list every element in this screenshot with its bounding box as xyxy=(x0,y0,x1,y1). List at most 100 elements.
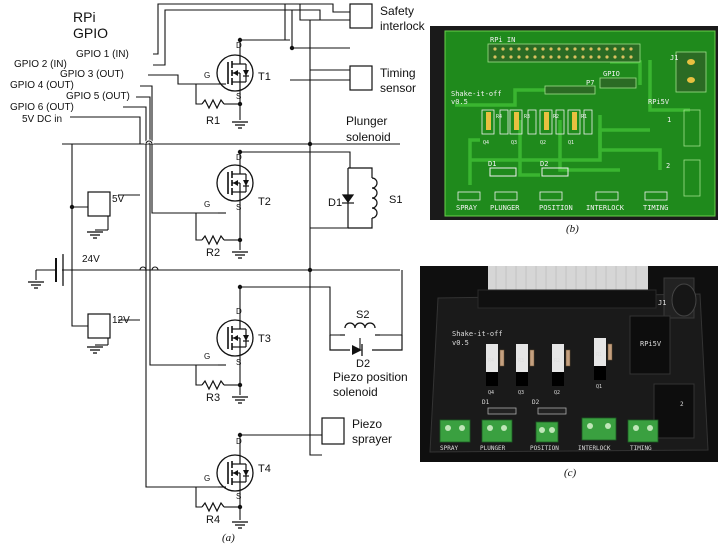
photo-connector-label: INTERLOCK xyxy=(578,445,611,452)
r1-label: R1 xyxy=(206,115,220,127)
ground-symbol xyxy=(231,521,249,529)
photo-ref: R2 xyxy=(554,358,560,364)
junctions xyxy=(69,37,313,510)
r2-label: R2 xyxy=(206,247,220,259)
pcb-photo-panel: Shake-it-off v0.5 RPi5V J1 R4 R3 R2 R1 Q… xyxy=(420,266,718,479)
pcb-header-label: RPi IN xyxy=(490,36,515,44)
regulator-5v xyxy=(87,191,111,217)
pcb-ref: Q3 xyxy=(511,140,517,146)
source-label: S xyxy=(236,492,241,501)
ground-symbol xyxy=(86,231,104,239)
photo-ref: R3 xyxy=(518,358,524,364)
photo-ref: Q3 xyxy=(518,390,524,396)
pin-label: 5V DC in xyxy=(22,114,62,125)
source-label: S xyxy=(236,203,241,212)
s2-label: S2 xyxy=(356,309,369,321)
t2-label: T2 xyxy=(258,196,271,208)
gate-label: G xyxy=(204,200,210,209)
t4-label: T4 xyxy=(258,463,271,475)
photo-ref: D2 xyxy=(532,399,540,406)
photo-ref: R1 xyxy=(596,352,602,358)
ground-symbol xyxy=(231,251,249,259)
r4-label: R4 xyxy=(206,514,220,526)
sprayer-label: Piezo xyxy=(352,417,382,431)
photo-j1-label: J1 xyxy=(658,299,666,307)
schematic-labels: RPi GPIO GPIO 1 (IN) GPIO 2 (IN) GPIO 3 … xyxy=(10,4,426,544)
solenoid-s2 xyxy=(344,322,376,329)
pcb-render-panel: RPi IN GPIO P7 J1 RPi5V Shake-it-off v0.… xyxy=(430,26,718,235)
drain-label: D xyxy=(236,437,242,446)
gate-label: G xyxy=(204,474,210,483)
s1-label: S1 xyxy=(389,194,402,206)
transistor-t4 xyxy=(216,454,254,492)
photo-brand-label: Shake-it-off xyxy=(452,330,503,338)
pin-label: GPIO 3 (OUT) xyxy=(60,69,124,80)
photo-connector-label: PLUNGER xyxy=(480,445,506,452)
pcb-gpio-label: GPIO xyxy=(603,70,620,78)
gate-label: G xyxy=(204,352,210,361)
drain-label: D xyxy=(236,153,242,162)
pcb-j1-label: J1 xyxy=(670,54,678,62)
ground-symbol xyxy=(27,281,45,289)
timing-label: Timing xyxy=(380,66,416,80)
pcb-ref: R4 xyxy=(496,114,502,120)
pcb-connector-label: PLUNGER xyxy=(490,204,520,212)
source-label: S xyxy=(236,358,241,367)
transistor-t1 xyxy=(216,54,254,92)
gpio-label: GPIO xyxy=(73,25,108,41)
photo-ref: D1 xyxy=(482,399,490,406)
regulator-12v xyxy=(87,313,111,339)
pin-label: GPIO 2 (IN) xyxy=(14,59,67,70)
wire-crossings xyxy=(139,139,159,271)
resistor-r1 xyxy=(201,99,225,109)
t1-label: T1 xyxy=(258,71,271,83)
pcb-ref: R2 xyxy=(553,114,559,120)
caption-b: (b) xyxy=(566,223,579,235)
supply-label: 24V xyxy=(82,254,100,265)
gate-label: G xyxy=(204,71,210,80)
ground-symbol xyxy=(231,396,249,404)
diode-d2 xyxy=(352,345,362,355)
piezo-position-label: solenoid xyxy=(333,385,378,399)
pin-label: GPIO 4 (OUT) xyxy=(10,80,74,91)
photo-connector-label: SPRAY xyxy=(440,445,458,452)
r3-label: R3 xyxy=(206,392,220,404)
pcb-ref: R3 xyxy=(524,114,530,120)
pcb-ref: Q1 xyxy=(568,140,574,146)
transistor-t3 xyxy=(216,319,254,357)
schematic-panel xyxy=(35,3,403,520)
transistor-t2 xyxy=(216,164,254,202)
photo-ref: Q1 xyxy=(596,384,602,390)
pcb-brand-label: Shake-it-off xyxy=(451,90,502,98)
resistor-r2 xyxy=(201,235,225,245)
pcb-ref: 1 xyxy=(667,116,671,124)
pcb-p7-label: P7 xyxy=(586,79,594,87)
photo-ref: Q4 xyxy=(488,390,494,396)
piezo-position-label: Piezo position xyxy=(333,370,408,384)
drain-label: D xyxy=(236,307,242,316)
caption-a: (a) xyxy=(222,532,235,544)
timing-label: sensor xyxy=(380,81,416,95)
pin-label: GPIO 6 (OUT) xyxy=(10,102,74,113)
rpi-label: RPi xyxy=(73,9,96,25)
photo-ref: 2 xyxy=(680,401,684,408)
plunger-label: Plunger xyxy=(346,114,387,128)
photo-ref: R4 xyxy=(488,358,494,364)
pcb-ref: Q4 xyxy=(483,140,489,146)
ground-symbol xyxy=(86,346,104,354)
resistor-r3 xyxy=(201,380,225,390)
source-label: S xyxy=(236,92,241,101)
pin-label: GPIO 1 (IN) xyxy=(76,49,129,60)
sprayer-label: sprayer xyxy=(352,432,392,446)
reg12-label: 12V xyxy=(112,315,130,326)
pcb-pwr-label: RPi5V xyxy=(648,98,670,106)
pcb-ref: D1 xyxy=(488,160,496,168)
pcb-connector-label: TIMING xyxy=(643,204,668,212)
photo-pwr-label: RPi5V xyxy=(640,340,662,348)
ground-symbol xyxy=(231,121,249,129)
pcb-ref: 2 xyxy=(666,162,670,170)
pin-label: GPIO 5 (OUT) xyxy=(66,91,130,102)
plunger-solenoid-circuit xyxy=(341,167,378,229)
d1-label: D1 xyxy=(328,197,342,209)
